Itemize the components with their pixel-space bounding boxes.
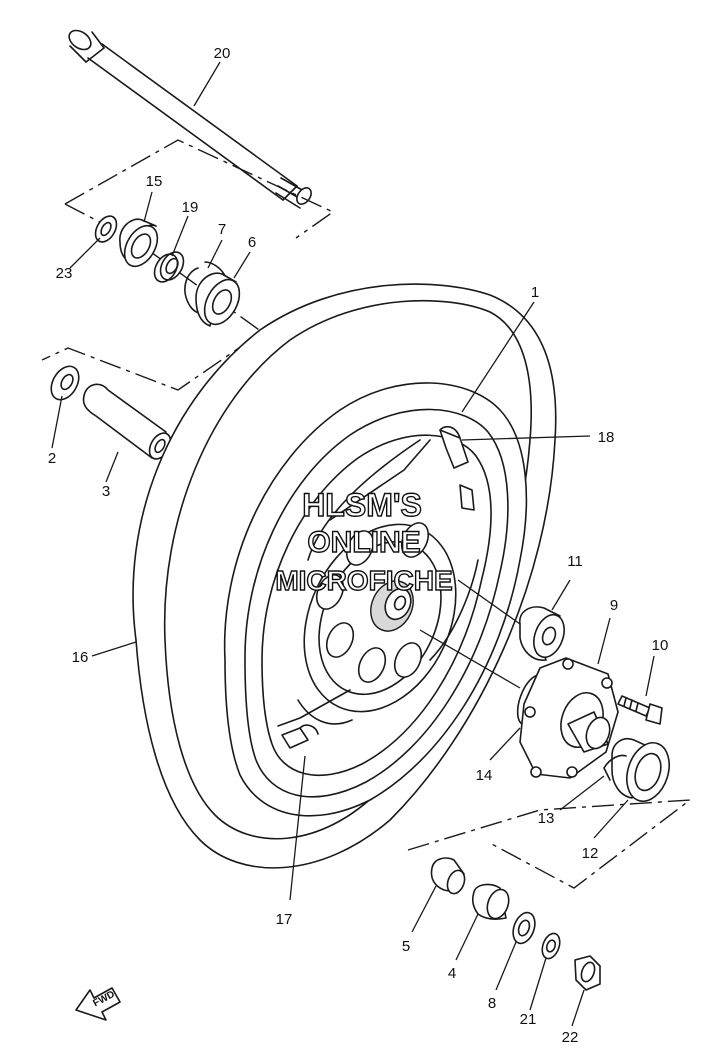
callout-19: 19 [182,199,199,216]
assembly-line-lower [407,799,693,889]
callout-9: 9 [610,597,618,614]
callout-5: 5 [402,938,410,955]
assembly-line-upper [64,139,335,239]
spacer-4 [472,883,510,920]
fwd-arrow-icon: FWD [75,987,121,1021]
callout-12: 12 [582,845,599,862]
wheel-assembly [132,283,557,869]
nut-22 [574,955,601,991]
watermark-line-1: HLSM'S [302,487,422,523]
washer-21 [541,932,561,960]
callout-labels: 20 15 19 7 6 23 2 3 1 18 16 11 9 10 14 1… [48,45,669,1046]
spacer-11 [519,606,565,661]
spacer-3 [82,383,172,460]
oil-seal-12-13 [603,738,670,802]
callout-10: 10 [652,637,669,654]
washer-23 [94,215,118,243]
callout-2: 2 [48,450,56,467]
leader-lines [51,61,655,1027]
callout-7: 7 [218,221,226,238]
callout-1: 1 [531,284,539,301]
callout-13: 13 [538,810,555,827]
watermark-line-3: MICROFICHE [275,565,452,596]
callout-16: 16 [72,649,89,666]
watermark-line-2: ONLINE [307,526,420,559]
bolt-10 [617,695,663,725]
watermark: HLSM'S ONLINE MICROFICHE [275,486,454,596]
callout-18: 18 [598,429,615,446]
callout-8: 8 [488,995,496,1012]
callout-23: 23 [56,265,73,282]
bearing-8 [512,911,536,945]
spacer-19 [153,251,185,283]
collar-5 [430,857,466,895]
oil-seal-15 [119,218,159,268]
callout-20: 20 [214,45,231,62]
axle [68,29,312,209]
callout-15: 15 [146,173,163,190]
sprocket-hub-9 [519,657,619,779]
callout-6: 6 [248,234,256,251]
callout-17: 17 [276,911,293,928]
bearing-6 [195,272,241,327]
callout-21: 21 [520,1011,537,1028]
callout-14: 14 [476,767,493,784]
callout-22: 22 [562,1029,579,1046]
callout-3: 3 [102,483,110,500]
collar-2 [50,365,80,401]
callout-11: 11 [567,553,583,570]
callout-4: 4 [448,965,456,982]
